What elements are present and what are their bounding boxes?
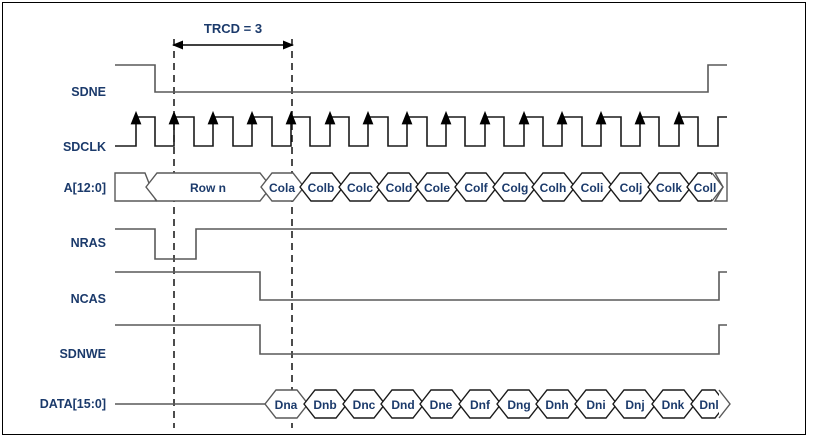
- signal-label-data-bus: DATA[15:0]: [40, 397, 106, 411]
- data-cell-label: Dnb: [313, 398, 336, 412]
- address-cell-label: Colh: [540, 181, 567, 195]
- address-cell-label: Row n: [190, 181, 226, 195]
- data-bus-waveform: Dna Dnb Dnc Dnd Dne Dnf Dng Dnh Dni Dnj …: [115, 389, 731, 419]
- data-cell-label: Dng: [507, 398, 530, 412]
- address-bus-waveform: Row n Cola Colb Colc Cold Cole Colf Colg…: [114, 172, 728, 202]
- data-cell-label: Dnh: [545, 398, 568, 412]
- address-cell-label: Colc: [347, 181, 373, 195]
- data-cell-label: Dnd: [391, 398, 414, 412]
- address-cell-label: Colj: [620, 181, 643, 195]
- data-cell-label: Dnk: [662, 398, 685, 412]
- address-cell-label: Colb: [308, 181, 335, 195]
- waveform-sdne: [115, 64, 727, 93]
- waveform-nras: [115, 228, 727, 260]
- data-cell-label: Dne: [430, 398, 453, 412]
- address-cell-label: Cole: [424, 181, 450, 195]
- waveform-ncas: [115, 271, 727, 301]
- signal-label-sdne: SDNE: [71, 85, 106, 99]
- address-cell-label: Colf: [464, 181, 488, 195]
- clock-edge-arrows: [130, 110, 685, 125]
- data-cell-label: Dni: [586, 398, 605, 412]
- address-cell-label: Coll: [694, 181, 717, 195]
- timing-diagram-svg: SDNE SDCLK A[12:0] NRAS NCAS SDNWE DATA[…: [40, 21, 731, 428]
- data-cell-label: Dnj: [625, 398, 644, 412]
- data-cell-label: Dnl: [699, 398, 718, 412]
- address-cell-label: Cold: [386, 181, 413, 195]
- data-cell-label: Dnc: [353, 398, 376, 412]
- address-cell-label: Cola: [269, 181, 295, 195]
- signal-label-a-bus: A[12:0]: [64, 181, 106, 195]
- signal-label-sdclk: SDCLK: [63, 140, 106, 154]
- signal-label-sdnwe: SDNWE: [59, 347, 106, 361]
- signal-label-ncas: NCAS: [71, 292, 106, 306]
- waveform-sdclk: [115, 110, 727, 147]
- signal-label-nras: NRAS: [71, 236, 106, 250]
- trcd-annotation-label: TRCD = 3: [204, 21, 262, 36]
- data-cell-label: Dnf: [470, 398, 491, 412]
- address-cell-label: Coli: [581, 181, 604, 195]
- trcd-measure-arrow: [172, 40, 294, 50]
- address-cell-label: Colg: [502, 181, 529, 195]
- address-cell-label: Colk: [656, 181, 682, 195]
- diagram-frame: SDNE SDCLK A[12:0] NRAS NCAS SDNWE DATA[…: [2, 2, 806, 435]
- waveform-sdnwe: [115, 324, 727, 355]
- data-cell-label: Dna: [275, 398, 298, 412]
